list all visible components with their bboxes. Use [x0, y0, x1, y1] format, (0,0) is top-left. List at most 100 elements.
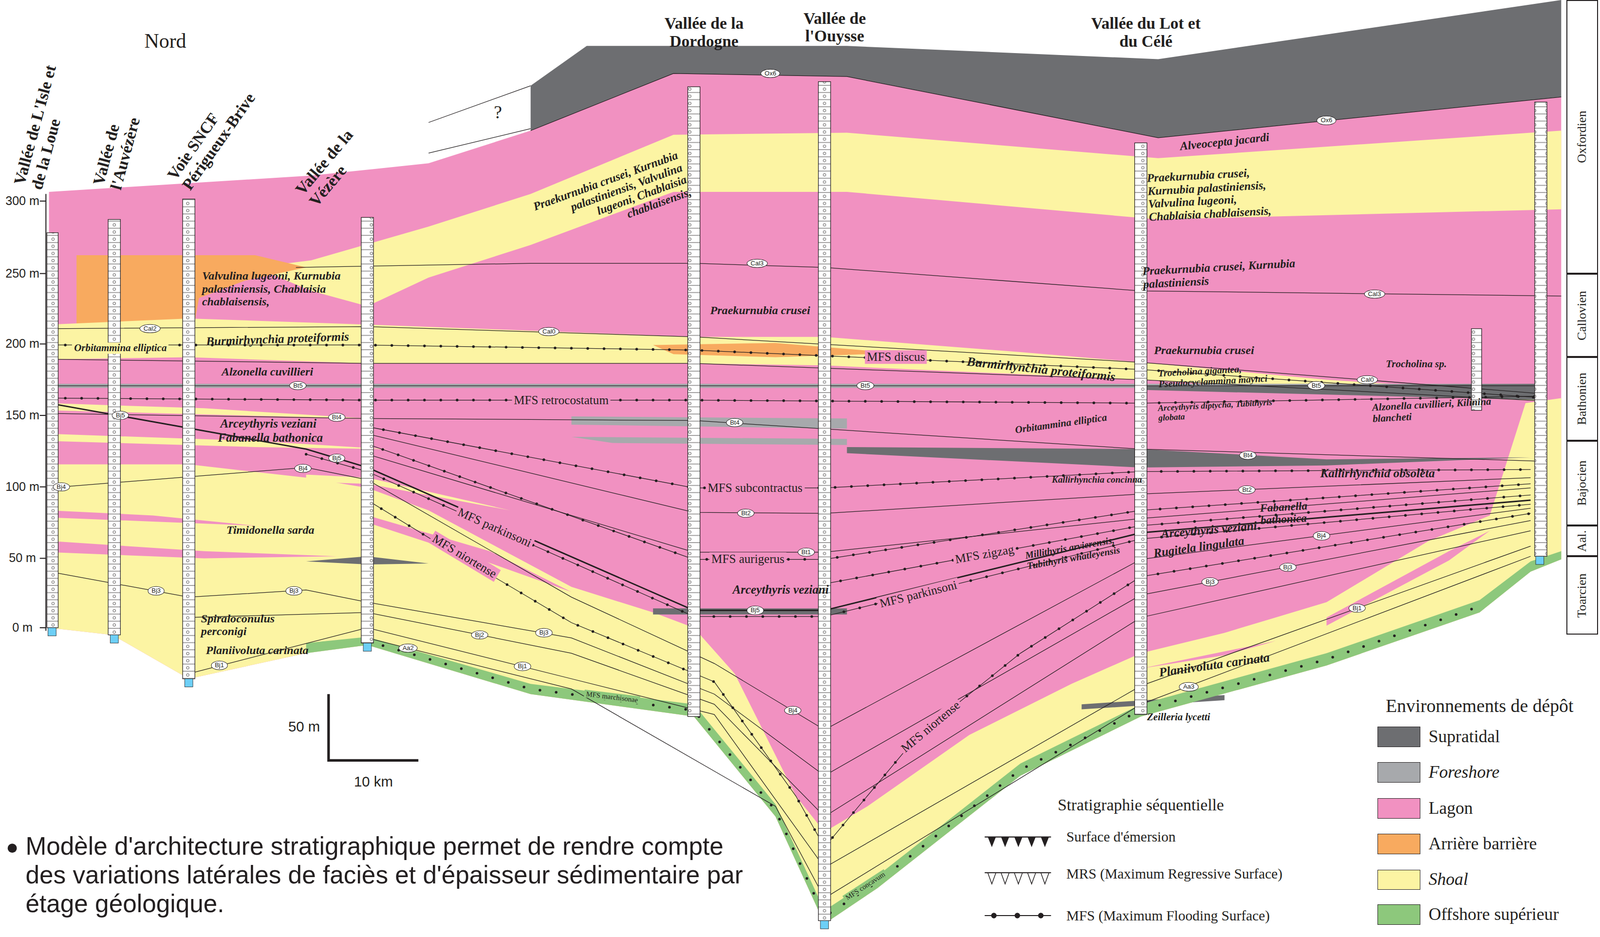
boundary-code: Cal2	[143, 324, 157, 333]
legend-text: Arrière barrière	[1428, 834, 1537, 854]
lagoon-fill	[49, 73, 1562, 924]
sequence-boundary-oval: Bj4	[52, 482, 70, 491]
surface-label: MFS parkinsoni	[454, 504, 536, 551]
legend-swatch	[1377, 726, 1421, 747]
sequence-boundary-oval: Bt5	[289, 381, 307, 391]
fossil-label: Kallirhynchia obsoleta	[1320, 466, 1435, 481]
sequence-boundary-oval: Bj1	[1348, 603, 1366, 613]
fossil-label: Valvulina lugeoni, Kurnubia palastiniens…	[202, 269, 345, 309]
axis-label: 50 m	[288, 718, 320, 735]
legend-swatch	[1377, 762, 1421, 783]
fossil-label: Orbitammina elliptica	[72, 342, 169, 354]
fossil-label: Timidonella sarda	[226, 522, 315, 537]
sequence-boundary-oval: Bt5	[856, 381, 875, 391]
uncertain-line	[428, 128, 531, 153]
sequence-boundary-oval: Bt1	[797, 547, 816, 557]
foreshore-band	[571, 436, 848, 446]
sequence-boundary-oval: Bj1	[514, 661, 532, 671]
stage-name: Bathonien	[1574, 372, 1590, 426]
fossil-label: Planiivoluta carinata	[1157, 650, 1271, 680]
sequence-boundary-oval: Bt4	[328, 412, 346, 422]
fossil-label: Alzonella cuvillieri, Kilinina blancheti	[1372, 395, 1496, 425]
note-label: Nord	[144, 29, 187, 53]
boundary-code: Bj4	[56, 482, 66, 490]
boundary-code: Aa3	[1183, 682, 1195, 690]
sequence-boundary-oval: Bj4	[1312, 531, 1330, 540]
fossil-label: Praekurnubia crusei, Kurnubia palastinie…	[531, 148, 694, 250]
legend-text: Lagon	[1428, 798, 1473, 818]
fossil-label: Zeilleria lycetti	[1147, 711, 1211, 724]
legend-swatch	[1377, 798, 1421, 819]
section-title: Vallée de la Dordogne	[645, 14, 763, 51]
foreshore-band	[571, 416, 848, 429]
legend-text: Foreshore	[1428, 762, 1500, 782]
axis-label: 300 m	[5, 194, 40, 208]
legend-swatch	[1377, 904, 1421, 925]
boundary-code: Bj2	[475, 630, 485, 638]
axis-label: 50 m	[8, 551, 37, 565]
boundary-code: Bj1	[214, 661, 224, 669]
boundary-code: Bj4	[1316, 531, 1326, 540]
sequence-boundary-oval: Bj1	[210, 660, 228, 670]
bullet	[7, 843, 18, 853]
boundary-code: Bt5	[1311, 381, 1322, 390]
legend-text: Supratidal	[1428, 726, 1500, 746]
fossil-label: Praekurnubia crusei	[1153, 343, 1255, 357]
sequence-boundary-oval: Cal0	[1357, 374, 1378, 384]
shoal-fill	[49, 318, 1546, 402]
strat-legend-samples	[984, 837, 1051, 918]
section-title: Vallée de la Vézère	[292, 100, 392, 210]
stage-box: Toarcien	[1566, 556, 1599, 635]
stage-name: Bajocien	[1574, 460, 1590, 506]
fossil-label: Arceythyris diptycha, Tubithyris globata	[1157, 397, 1282, 423]
section-title: Vallée du Lot et du Célé	[1084, 14, 1208, 51]
supratidal-band	[846, 446, 1531, 468]
section-title: Vallée de l'Ouysse	[783, 9, 886, 46]
stratigraphic-columns	[46, 81, 1547, 921]
stage-name: Callovien	[1574, 290, 1590, 341]
sequence-boundary-oval: Bj5	[111, 410, 130, 420]
legend-text: Offshore supérieur	[1428, 904, 1559, 924]
sequence-lines	[49, 73, 1562, 898]
stage-box: Bajocien	[1566, 440, 1599, 526]
legend-text: MRS (Maximum Regressive Surface)	[1066, 865, 1283, 882]
axis-label: 150 m	[5, 408, 40, 423]
sequence-boundary-oval: Aa3	[1179, 682, 1199, 691]
sequence-boundary-oval: Cal3	[1363, 289, 1385, 298]
note-label: Environnements de dépôt	[1385, 695, 1574, 716]
boundary-code: Bj5	[332, 454, 342, 462]
boundary-code: Ox6	[1320, 116, 1333, 124]
axis-label: 250 m	[5, 266, 40, 281]
sequence-boundary-oval: Bj2	[471, 630, 489, 639]
axis-label: 100 m	[5, 480, 40, 494]
boundary-code: Bj3	[1283, 563, 1293, 571]
boundary-code: Bt5	[860, 381, 871, 390]
fossil-label: Trocholina sp.	[1385, 358, 1447, 371]
sequence-boundary-oval: Ox6	[1316, 115, 1337, 125]
axis-label: 10 km	[353, 773, 393, 790]
sequence-boundary-oval: Cal3	[746, 259, 768, 268]
sequence-boundary-oval: Bj3	[147, 586, 165, 596]
surface-label: MFS retrocostatum	[511, 393, 611, 408]
shoal-wedge	[306, 474, 511, 511]
boundary-code: Bj3	[1205, 577, 1215, 585]
boundary-code: Bj5	[115, 411, 126, 419]
sequence-boundary-oval: Bj3	[285, 586, 303, 596]
boundary-code: Bj1	[518, 662, 528, 670]
section-title: Vallée de L'Isle et de la Loue	[10, 49, 81, 192]
boundary-code: Bj5	[750, 606, 760, 614]
section-title: Vallée de l'Auvézère	[90, 83, 151, 192]
surface-label: MFS niortense	[896, 696, 965, 757]
fossil-label: Burmirhynchia proteiformis	[205, 329, 350, 349]
fossil-label: Praekurnubia crusei, Kurnubia palastinie…	[1142, 256, 1297, 291]
fossil-label: Alzonella cuvillieri	[221, 365, 314, 379]
surface-label: MFS subcontractus	[705, 481, 805, 495]
legend-text: Shoal	[1428, 870, 1469, 890]
boundary-code: Bt4	[332, 413, 342, 421]
fossil-label: Alveocepta jacardi	[1179, 130, 1270, 154]
surface-label: MFS marchisonae	[583, 689, 641, 705]
sequence-boundary-oval: Aa2	[398, 643, 418, 653]
boundary-code: Bt1	[801, 548, 812, 556]
legend-swatch	[1377, 869, 1421, 891]
